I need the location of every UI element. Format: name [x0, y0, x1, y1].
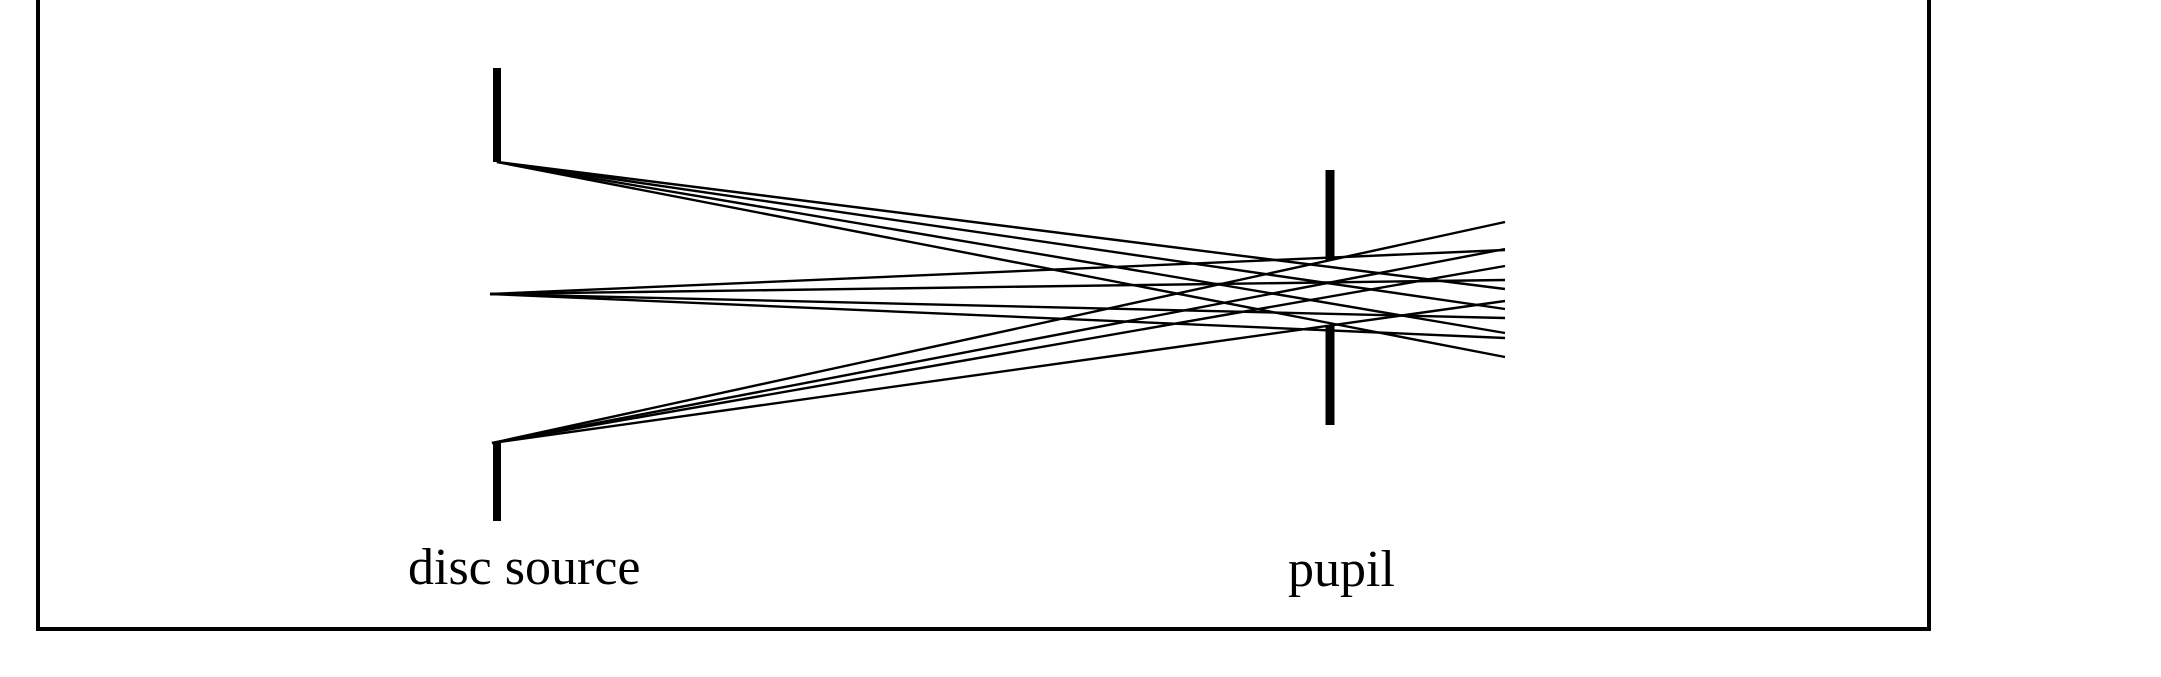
ray	[491, 247, 1506, 445]
ray	[491, 220, 1506, 445]
ray	[491, 264, 1506, 445]
source-label: disc source	[408, 539, 640, 596]
ray	[489, 292, 1506, 320]
ray-bundle-middle	[489, 248, 1506, 340]
ray	[491, 299, 1506, 445]
ray	[489, 292, 1506, 340]
diagram-frame	[36, 0, 1931, 631]
ray	[489, 248, 1506, 296]
ray	[496, 160, 1506, 311]
ray	[496, 160, 1506, 359]
ray-bundle-bottom	[491, 220, 1506, 445]
ray-bundle-top	[496, 160, 1506, 359]
ray	[496, 160, 1506, 291]
ray	[496, 160, 1506, 335]
pupil-label: pupil	[1288, 541, 1395, 598]
